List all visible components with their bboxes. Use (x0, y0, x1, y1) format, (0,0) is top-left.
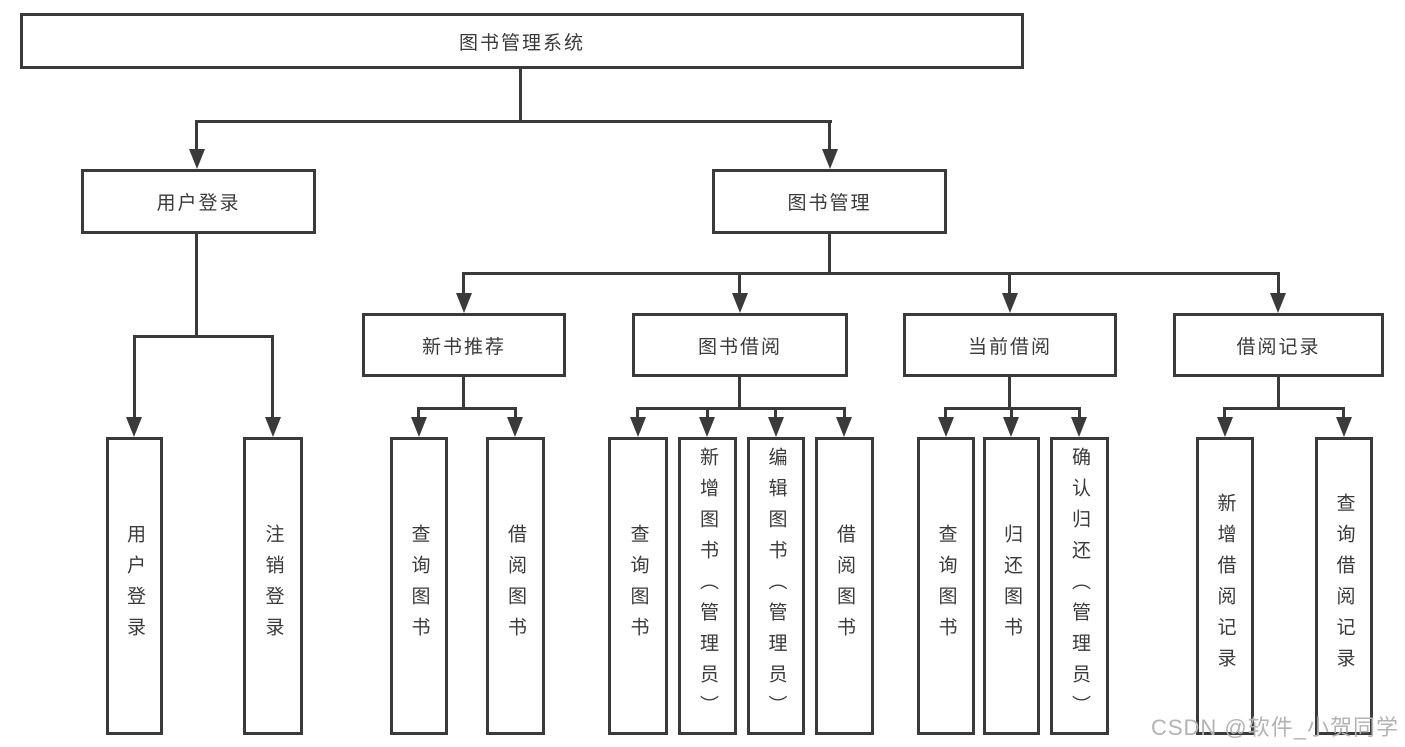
node-leaf-bb-query-books: 查询图书 (608, 437, 668, 735)
connector-new-book-branch (417, 407, 517, 410)
node-book-borrow-label: 图书借阅 (697, 336, 782, 358)
arrow-to-cb-confirm (1071, 417, 1087, 437)
arrow-to-bb-add (699, 417, 715, 437)
node-new-book-recommend: 新书推荐 (362, 313, 566, 377)
arrow-to-bb-edit (768, 417, 784, 437)
arrow-to-bb-borrow (836, 417, 852, 437)
connector-to-leaf-login (133, 335, 136, 417)
node-leaf-bb-borrow-books-label: 借阅图书 (834, 524, 855, 648)
node-leaf-br-query-record: 查询借阅记录 (1315, 437, 1373, 735)
connector-book-management-stub (828, 234, 831, 272)
connector-book-borrow-stub (738, 377, 741, 407)
node-leaf-cb-confirm-return-admin: 确认归还（管理员） (1050, 437, 1109, 735)
arrow-to-book-borrow (732, 293, 748, 313)
node-leaf-cb-confirm-return-admin-label: 确认归还（管理员） (1069, 446, 1090, 726)
connector-to-br-add (1223, 407, 1226, 417)
node-book-borrow: 图书借阅 (632, 313, 848, 377)
node-borrow-records: 借阅记录 (1173, 313, 1384, 377)
arrow-to-book-management (822, 149, 838, 169)
connector-to-bb-edit (774, 407, 777, 417)
connector-to-new-book (462, 272, 465, 293)
arrow-to-borrow-records (1270, 293, 1286, 313)
arrow-to-cb-query (938, 417, 954, 437)
node-leaf-bb-add-books-admin: 新增图书（管理员） (678, 437, 737, 735)
node-leaf-logout: 注销登录 (243, 437, 303, 735)
connector-to-user-login (195, 120, 198, 149)
arrow-to-br-query (1336, 417, 1352, 437)
node-borrow-records-label: 借阅记录 (1236, 336, 1321, 358)
node-leaf-cb-query-books-label: 查询图书 (935, 524, 957, 648)
node-leaf-bb-borrow-books: 借阅图书 (815, 437, 874, 735)
connector-to-cb-query (944, 407, 947, 417)
connector-to-bb-borrow (843, 407, 846, 417)
connector-book-borrow-branch (636, 407, 846, 410)
csdn-watermark: CSDN @软件_小贺同学 (1150, 715, 1399, 740)
connector-user-login-stub (195, 234, 198, 335)
connector-to-current-borrow (1008, 272, 1011, 293)
node-leaf-cb-return-books-label: 归还图书 (1001, 524, 1022, 648)
connector-to-leaf-logout (271, 335, 274, 417)
arrow-to-cb-return (1003, 417, 1019, 437)
arrow-to-leaf-logout (265, 417, 281, 437)
connector-to-book-borrow (738, 272, 741, 293)
node-root: 图书管理系统 (20, 13, 1024, 69)
node-leaf-br-add-record-label: 新增借阅记录 (1214, 493, 1236, 679)
connector-current-borrow-stub (1008, 377, 1011, 407)
node-leaf-logout-label: 注销登录 (262, 524, 284, 648)
arrow-to-br-add (1217, 417, 1233, 437)
connector-user-login-branch (133, 335, 274, 338)
arrow-to-leaf-login (126, 417, 142, 437)
arrow-to-bb-query (630, 417, 646, 437)
node-leaf-nb-query-books-label: 查询图书 (408, 524, 430, 648)
connector-root-stub (519, 69, 522, 120)
node-current-borrow: 当前借阅 (903, 313, 1117, 377)
arrow-to-new-book (456, 293, 472, 313)
connector-to-cb-return (1010, 407, 1013, 417)
node-leaf-bb-edit-books-admin-label: 编辑图书（管理员） (765, 446, 787, 726)
connector-new-book-stub (462, 377, 465, 407)
node-leaf-user-login: 用户登录 (106, 437, 163, 735)
connector-to-cb-confirm (1078, 407, 1081, 417)
node-root-label: 图书管理系统 (458, 32, 585, 54)
connector-to-book-management (828, 120, 831, 149)
node-leaf-user-login-label: 用户登录 (124, 524, 145, 648)
arrow-to-nb-query (411, 417, 427, 437)
arrow-to-current-borrow (1002, 293, 1018, 313)
node-leaf-bb-query-books-label: 查询图书 (627, 524, 649, 648)
node-book-management-label: 图书管理 (787, 193, 872, 214)
connector-root-branch (196, 120, 832, 123)
connector-to-bb-add (706, 407, 709, 417)
node-current-borrow-label: 当前借阅 (967, 336, 1052, 358)
node-leaf-bb-add-books-admin-label: 新增图书（管理员） (697, 446, 718, 726)
node-leaf-nb-query-books: 查询图书 (390, 437, 448, 735)
connector-borrow-records-branch (1223, 407, 1345, 410)
arrow-to-nb-borrow (507, 417, 523, 437)
connector-to-bb-query (636, 407, 639, 417)
node-leaf-nb-borrow-books-label: 借阅图书 (505, 524, 526, 648)
node-book-management: 图书管理 (712, 169, 947, 234)
connector-borrow-records-stub (1277, 377, 1280, 407)
node-new-book-recommend-label: 新书推荐 (421, 336, 506, 358)
connector-book-management-branch (462, 272, 1280, 275)
node-user-login: 用户登录 (81, 169, 316, 234)
connector-to-br-query (1342, 407, 1345, 417)
node-leaf-br-query-record-label: 查询借阅记录 (1333, 493, 1355, 679)
connector-to-nb-borrow (514, 407, 517, 417)
connector-to-nb-query (417, 407, 420, 417)
node-user-login-label: 用户登录 (156, 193, 241, 214)
arrow-to-user-login (189, 149, 205, 169)
node-leaf-nb-borrow-books: 借阅图书 (486, 437, 545, 735)
node-leaf-br-add-record: 新增借阅记录 (1196, 437, 1254, 735)
node-leaf-bb-edit-books-admin: 编辑图书（管理员） (747, 437, 805, 735)
connector-to-borrow-records (1277, 272, 1280, 293)
node-leaf-cb-return-books: 归还图书 (983, 437, 1040, 735)
node-leaf-cb-query-books: 查询图书 (917, 437, 975, 735)
